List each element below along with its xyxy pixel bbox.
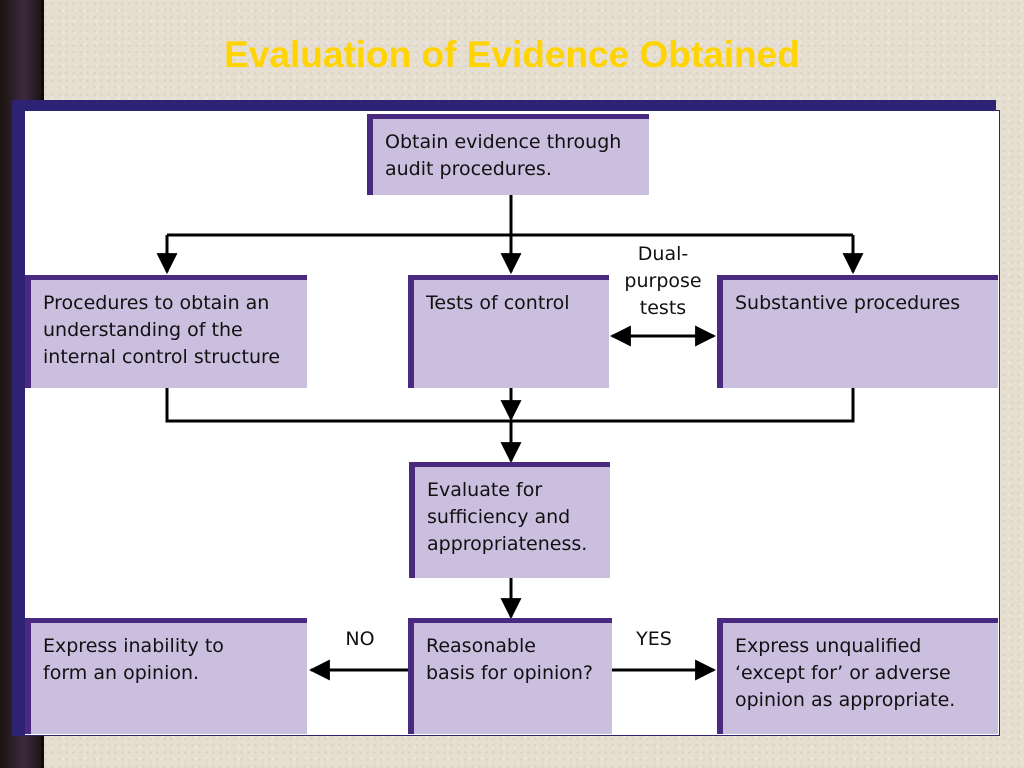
box-reasonable-basis: Reasonable basis for opinion? [408,618,612,734]
box-express-unqualified: Express unqualified ‘except for’ or adve… [717,618,998,734]
box-obtain-evidence: Obtain evidence through audit procedures… [367,114,649,195]
box-substantive-procedures: Substantive procedures [717,275,998,388]
slide-title: Evaluation of Evidence Obtained [224,34,800,75]
yes-label: YES [636,628,672,650]
box-express-inability: Express inability to form an opinion. [25,618,307,734]
box-tests-of-control: Tests of control [408,275,609,388]
no-label: NO [345,628,375,650]
dual-purpose-label: Dual- purpose tests [624,243,702,319]
box-understanding-procedures: Procedures to obtain an understanding of… [25,275,307,388]
box-evaluate-sufficiency: Evaluate for sufficiency and appropriate… [409,462,610,578]
